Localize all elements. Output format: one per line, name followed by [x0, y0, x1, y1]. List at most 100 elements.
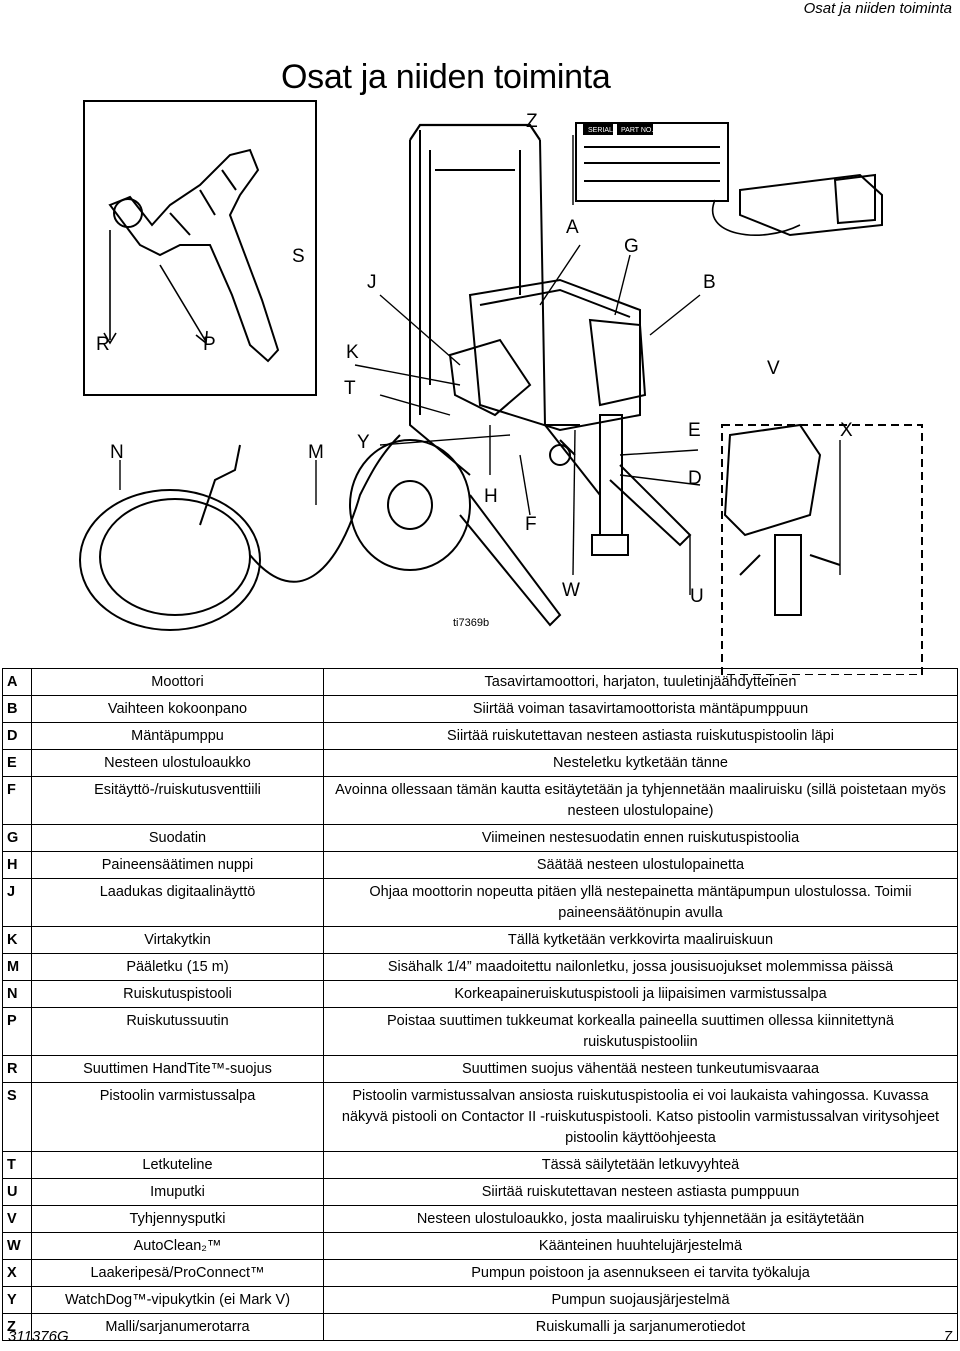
doc-number: 311376G	[8, 1328, 69, 1345]
callout-e: E	[688, 420, 701, 441]
hose-coil-drawing	[79, 489, 261, 631]
part-name: Virtakytkin	[31, 926, 324, 954]
part-letter: D	[2, 722, 32, 750]
gun-callout-box	[83, 100, 317, 396]
callout-t: T	[344, 378, 356, 399]
part-letter: B	[2, 695, 32, 723]
part-func: Viimeinen nestesuodatin ennen ruiskutusp…	[323, 824, 958, 852]
part-letter: M	[2, 953, 32, 981]
part-letter: H	[2, 851, 32, 879]
part-letter: A	[2, 668, 32, 696]
part-name: Malli/sarjanumerotarra	[31, 1313, 324, 1341]
callout-p: P	[203, 334, 216, 355]
part-name: Imuputki	[31, 1178, 324, 1206]
part-name: Laakeripesä/ProConnect™	[31, 1259, 324, 1287]
callout-r: R	[96, 334, 110, 355]
part-func: Siirtää ruiskutettavan nesteen astiasta …	[323, 1178, 958, 1206]
callout-j: J	[367, 272, 377, 293]
part-func: Tasavirtamoottori, harjaton, tuuletinjää…	[323, 668, 958, 696]
part-name: Pistoolin varmistussalpa	[31, 1082, 324, 1152]
part-func: Suuttimen suojus vähentää nesteen tunkeu…	[323, 1055, 958, 1083]
display-panel-drawing	[448, 338, 532, 417]
part-func: Pumpun suojausjärjestelmä	[323, 1286, 958, 1314]
part-func: Nesteletku kytketään tänne	[323, 749, 958, 777]
spray-gun-drawing	[108, 148, 280, 363]
callout-m: M	[308, 442, 324, 463]
part-func: Korkeapaineruiskutuspistooli ja liipaisi…	[323, 980, 958, 1008]
part-letter: W	[2, 1232, 32, 1260]
part-func: Poistaa suuttimen tukkeumat korkealla pa…	[323, 1007, 958, 1056]
callout-y: Y	[357, 432, 370, 453]
plate-serial-text: SERIAL	[588, 127, 613, 134]
part-func: Ruiskumalli ja sarjanumerotiedot	[323, 1313, 958, 1341]
part-func: Ohjaa moottorin nopeutta pitäen yllä nes…	[323, 878, 958, 927]
part-letter: Y	[2, 1286, 32, 1314]
part-func: Avoinna ollessaan tämän kautta esitäytet…	[323, 776, 958, 825]
part-name: Ruiskutuspistooli	[31, 980, 324, 1008]
callout-u: U	[690, 586, 704, 607]
part-func: Säätää nesteen ulostulopainetta	[323, 851, 958, 879]
part-func: Pumpun poistoon ja asennukseen ei tarvit…	[323, 1259, 958, 1287]
part-letter: K	[2, 926, 32, 954]
callout-x: X	[840, 420, 853, 441]
callout-w: W	[562, 580, 580, 601]
callout-v: V	[767, 358, 780, 379]
part-name: Pääletku (15 m)	[31, 953, 324, 981]
part-letter: R	[2, 1055, 32, 1083]
part-name: Ruiskutussuutin	[31, 1007, 324, 1056]
callout-a: A	[566, 217, 579, 238]
part-letter: X	[2, 1259, 32, 1287]
part-name: Esitäyttö-/ruiskutusventtiili	[31, 776, 324, 825]
part-func: Tällä kytketään verkkovirta maaliruiskuu…	[323, 926, 958, 954]
part-name: Vaihteen kokoonpano	[31, 695, 324, 723]
part-letter: U	[2, 1178, 32, 1206]
piston-pump-drawing	[599, 414, 623, 536]
part-func: Sisähalk 1/4” maadoitettu nailonletku, j…	[323, 953, 958, 981]
callout-h: H	[484, 486, 498, 507]
proconnect-callout-box	[721, 424, 923, 675]
part-name: Suodatin	[31, 824, 324, 852]
part-func: Käänteinen huuhtelujärjestelmä	[323, 1232, 958, 1260]
motor-housing-drawing	[468, 278, 641, 432]
callout-k: K	[346, 342, 359, 363]
part-name: Letkuteline	[31, 1151, 324, 1179]
callout-n: N	[110, 442, 124, 463]
part-name: Mäntäpumppu	[31, 722, 324, 750]
part-name: Nesteen ulostuloaukko	[31, 749, 324, 777]
callout-s: S	[292, 246, 305, 267]
part-name: Laadukas digitaalinäyttö	[31, 878, 324, 927]
serial-bracket-drawing	[739, 173, 883, 237]
part-letter: N	[2, 980, 32, 1008]
plate-part-text: PART NO.	[621, 127, 653, 134]
bearing-housing-drawing	[723, 423, 822, 537]
callout-b: B	[703, 272, 716, 293]
callout-g: G	[624, 236, 639, 257]
part-name: WatchDog™-vipukytkin (ei Mark V)	[31, 1286, 324, 1314]
part-name: Suuttimen HandTite™-suojus	[31, 1055, 324, 1083]
page-title: Osat ja niiden toiminta	[281, 58, 611, 96]
part-name: Paineensäätimen nuppi	[31, 851, 324, 879]
coil-gun-drawing	[199, 444, 241, 526]
part-name: Tyhjennysputki	[31, 1205, 324, 1233]
part-name: Moottori	[31, 668, 324, 696]
running-head: Osat ja niiden toiminta	[803, 0, 952, 17]
wheel-drawing	[349, 439, 471, 571]
